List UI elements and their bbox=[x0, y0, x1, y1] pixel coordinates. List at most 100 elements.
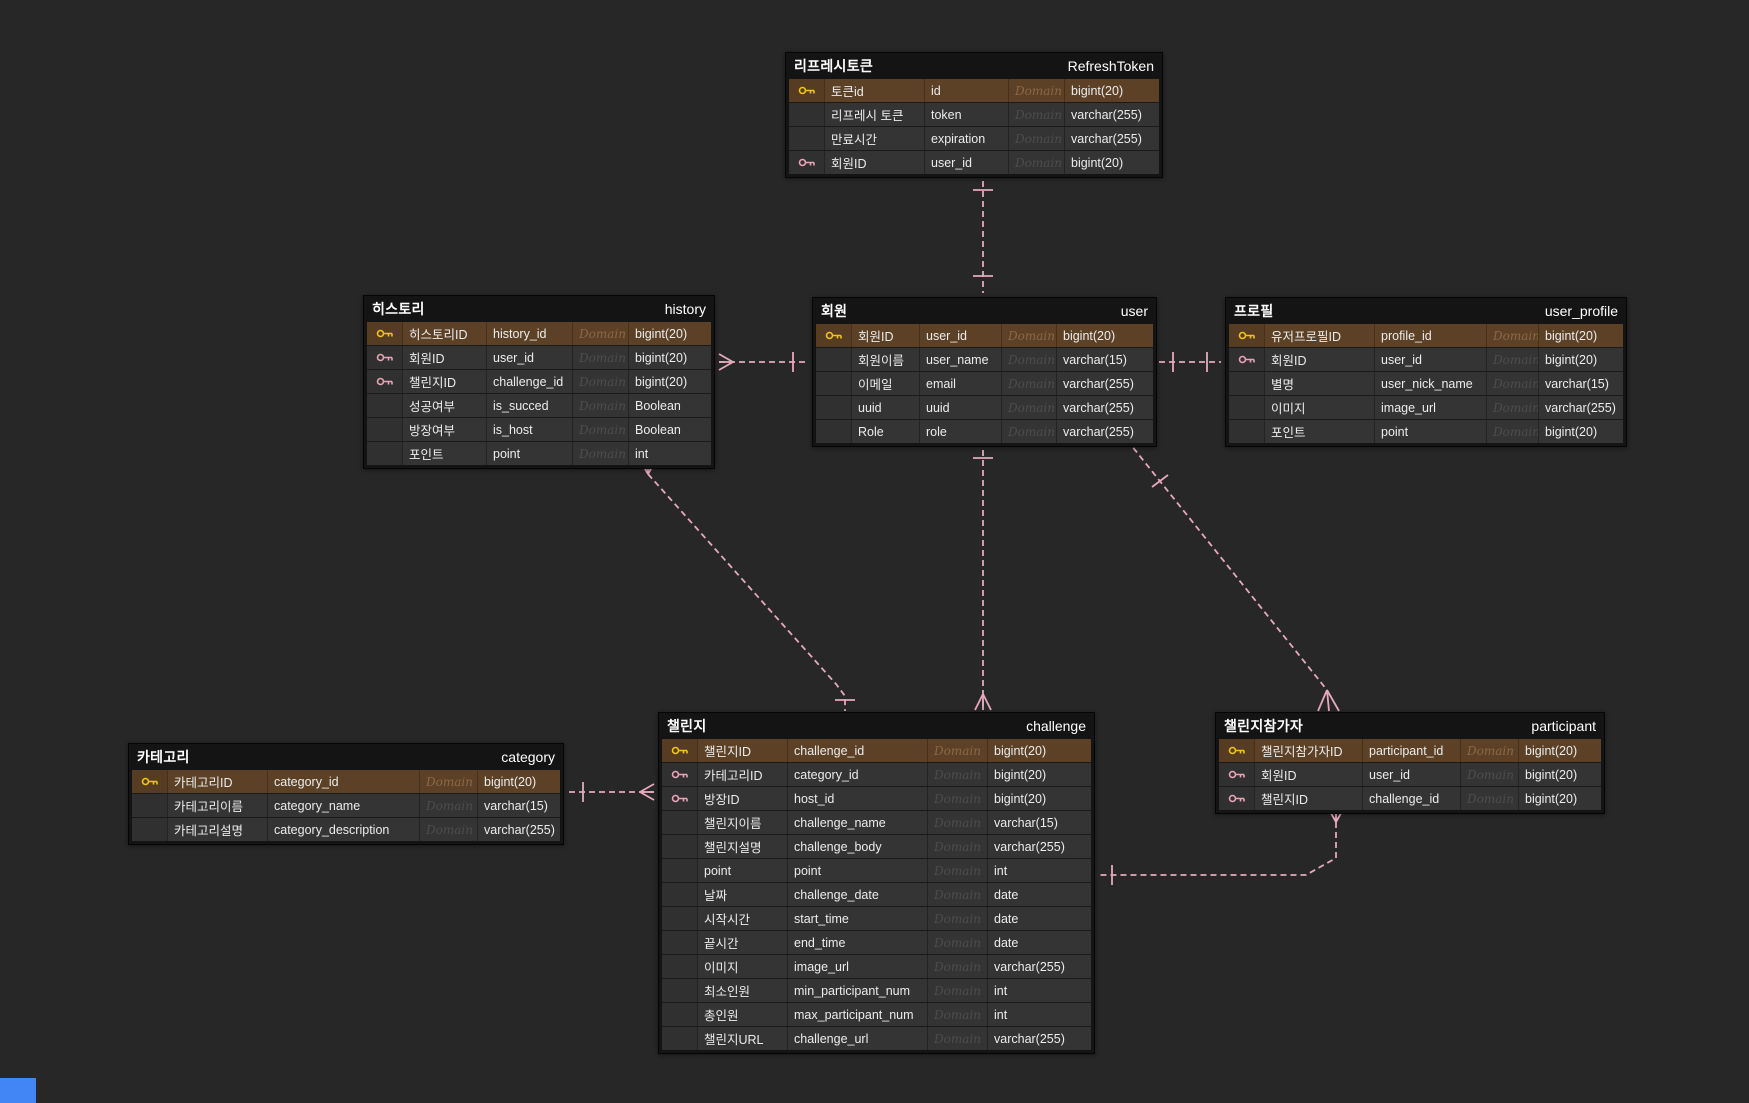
column-type: varchar(15) bbox=[1545, 376, 1609, 391]
relationship-refreshtoken-user[interactable] bbox=[973, 171, 993, 293]
foreign-key-icon bbox=[789, 151, 825, 174]
column-type: varchar(255) bbox=[1063, 400, 1134, 415]
column-type: int bbox=[635, 446, 649, 461]
foreign-key-glyph bbox=[798, 158, 815, 167]
column-domain: Domain bbox=[1002, 348, 1057, 371]
column-logical-name: 만료시간 bbox=[825, 127, 925, 150]
table-title-ko: 회원 bbox=[821, 303, 848, 319]
column-domain: Domain bbox=[928, 859, 988, 882]
column-domain: Domain bbox=[1009, 79, 1065, 102]
column-domain: Domain bbox=[1487, 396, 1539, 419]
relationship-history-user[interactable] bbox=[718, 352, 808, 372]
key-column-cell bbox=[132, 794, 168, 817]
column-logical-name: 카테고리이름 bbox=[168, 794, 268, 817]
table-title-en: RefreshToken bbox=[1067, 58, 1154, 74]
column-type: varchar(255) bbox=[484, 822, 555, 837]
primary-key-glyph bbox=[825, 331, 842, 340]
relationship-participant-challenge[interactable] bbox=[1097, 807, 1345, 885]
key-column-cell bbox=[1229, 396, 1265, 419]
column-type: varchar(15) bbox=[484, 798, 548, 813]
relationship-history-challenge[interactable] bbox=[639, 459, 855, 711]
table-title-en: participant bbox=[1531, 718, 1596, 734]
column-logical-name: 챌린지이름 bbox=[698, 811, 788, 834]
key-column-cell bbox=[367, 394, 403, 417]
column-physical-name: category_name bbox=[268, 794, 420, 817]
key-column-cell bbox=[816, 372, 852, 395]
blue-corner-accent bbox=[0, 1078, 36, 1103]
column-domain: Domain bbox=[420, 818, 478, 841]
relationship-user-userprofile[interactable] bbox=[1159, 352, 1221, 372]
column-domain: Domain bbox=[928, 1003, 988, 1026]
column-type: varchar(255) bbox=[994, 839, 1065, 854]
column-domain: Domain bbox=[928, 883, 988, 906]
relationship-user-participant[interactable] bbox=[1126, 439, 1340, 712]
column-domain: Domain bbox=[573, 442, 629, 465]
relationship-category-challenge[interactable] bbox=[569, 782, 655, 802]
column-logical-name: 카테고리ID bbox=[168, 770, 268, 793]
primary-key-glyph bbox=[376, 329, 393, 338]
column-domain: Domain bbox=[928, 1027, 988, 1050]
column-logical-name: 유저프로필ID bbox=[1265, 324, 1375, 347]
relationship-user-challenge[interactable] bbox=[973, 440, 993, 711]
primary-key-glyph bbox=[671, 746, 688, 755]
column-domain: Domain bbox=[1009, 151, 1065, 174]
column-logical-name: 히스토리ID bbox=[403, 322, 487, 345]
primary-key-icon bbox=[132, 770, 168, 793]
primary-key-icon bbox=[1229, 324, 1265, 347]
column-physical-name: min_participant_num bbox=[788, 979, 928, 1002]
column-physical-name: challenge_name bbox=[788, 811, 928, 834]
column-domain: Domain bbox=[1487, 324, 1539, 347]
column-logical-name: 최소인원 bbox=[698, 979, 788, 1002]
column-type: bigint(20) bbox=[1071, 155, 1124, 170]
column-type: varchar(255) bbox=[1071, 131, 1142, 146]
